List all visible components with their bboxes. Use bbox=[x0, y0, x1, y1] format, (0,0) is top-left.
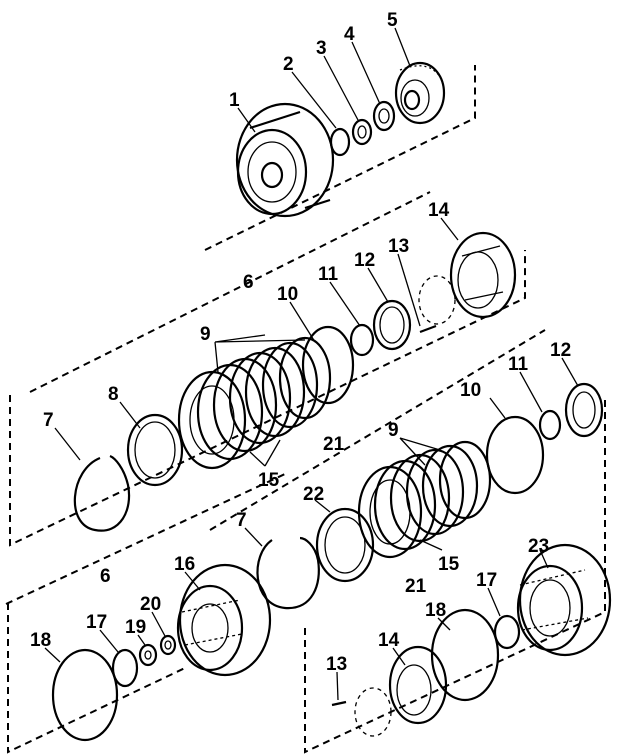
part-18-ring-left bbox=[51, 648, 119, 742]
callout-5: 5 bbox=[387, 10, 398, 31]
part-7-snap-ring-upper bbox=[73, 454, 131, 532]
callout-11-lower: 11 bbox=[508, 354, 529, 375]
part-14-carrier-lower bbox=[388, 645, 448, 725]
callout-23: 23 bbox=[528, 536, 549, 557]
callout-13-lower: 13 bbox=[326, 654, 347, 675]
callout-17-right: 17 bbox=[476, 570, 497, 591]
callout-1: 1 bbox=[229, 90, 240, 111]
part-20-washer bbox=[159, 634, 177, 656]
callout-14-upper: 14 bbox=[428, 200, 450, 221]
callout-17-left: 17 bbox=[86, 612, 107, 633]
part-4-washer bbox=[372, 100, 396, 132]
callout-13-upper: 13 bbox=[388, 236, 409, 257]
callout-21-lower: 21 bbox=[405, 576, 427, 597]
clutch-pack-upper bbox=[177, 336, 332, 470]
part-14-carrier-upper bbox=[449, 231, 517, 319]
callout-15-lower: 15 bbox=[438, 554, 460, 575]
callout-12-lower: 12 bbox=[550, 340, 571, 361]
clutch-pack-lower bbox=[357, 440, 492, 559]
part-18-ring-right bbox=[430, 608, 500, 702]
part-10-ring-upper bbox=[301, 325, 355, 405]
leader-lines bbox=[44, 27, 579, 701]
callout-16: 16 bbox=[174, 554, 195, 575]
part-11-ring-lower bbox=[538, 409, 562, 441]
callout-14-lower: 14 bbox=[378, 630, 400, 651]
part-17-ring-left bbox=[111, 648, 139, 688]
part-10-ring-lower bbox=[485, 415, 545, 495]
callout-15-upper: 15 bbox=[258, 470, 280, 491]
assembly-outlines bbox=[5, 65, 606, 754]
callout-12-upper: 12 bbox=[354, 250, 375, 271]
part-12-plate-upper bbox=[372, 299, 412, 351]
part-1-drum bbox=[235, 102, 335, 218]
callout-18-left: 18 bbox=[30, 630, 51, 651]
callout-18-right: 18 bbox=[425, 600, 446, 621]
part-7-snap-ring-lower bbox=[256, 536, 320, 610]
callout-7-lower: 7 bbox=[236, 510, 247, 531]
callout-21-upper: 21 bbox=[323, 434, 345, 455]
callout-4: 4 bbox=[344, 24, 355, 45]
callout-10-upper: 10 bbox=[277, 284, 298, 305]
part-17-ring-right bbox=[493, 614, 521, 650]
part-22-spring-ring bbox=[315, 507, 375, 583]
callout-10-lower: 10 bbox=[460, 380, 481, 401]
part-3-bearing bbox=[351, 118, 373, 146]
part-13-pin-lower bbox=[331, 687, 392, 737]
callout-11-upper: 11 bbox=[318, 264, 339, 285]
part-5-gear bbox=[394, 61, 446, 125]
callout-9-upper: 9 bbox=[200, 324, 211, 345]
callout-3: 3 bbox=[316, 38, 327, 59]
part-19-bearing bbox=[138, 643, 158, 667]
callout-7-upper: 7 bbox=[43, 410, 54, 431]
part-16-drum bbox=[176, 563, 272, 677]
callout-20: 20 bbox=[140, 594, 161, 615]
callout-labels: 1 2 3 4 5 6 7 8 9 10 11 12 13 14 15 21 9… bbox=[30, 10, 571, 675]
callout-8: 8 bbox=[108, 384, 119, 405]
callout-6-upper: 6 bbox=[243, 272, 254, 293]
part-13-pin-upper bbox=[418, 275, 456, 334]
callout-22: 22 bbox=[303, 484, 324, 505]
part-12-plate-lower bbox=[564, 382, 604, 438]
callout-9-lower: 9 bbox=[388, 420, 399, 441]
part-11-ring-upper bbox=[349, 323, 375, 357]
part-23-drum bbox=[516, 543, 612, 657]
callout-2: 2 bbox=[283, 54, 294, 75]
part-8-spring-ring-upper bbox=[126, 413, 184, 487]
callout-19: 19 bbox=[125, 617, 146, 638]
part-2-snap-ring bbox=[329, 127, 351, 157]
callout-6-lower: 6 bbox=[100, 566, 111, 587]
